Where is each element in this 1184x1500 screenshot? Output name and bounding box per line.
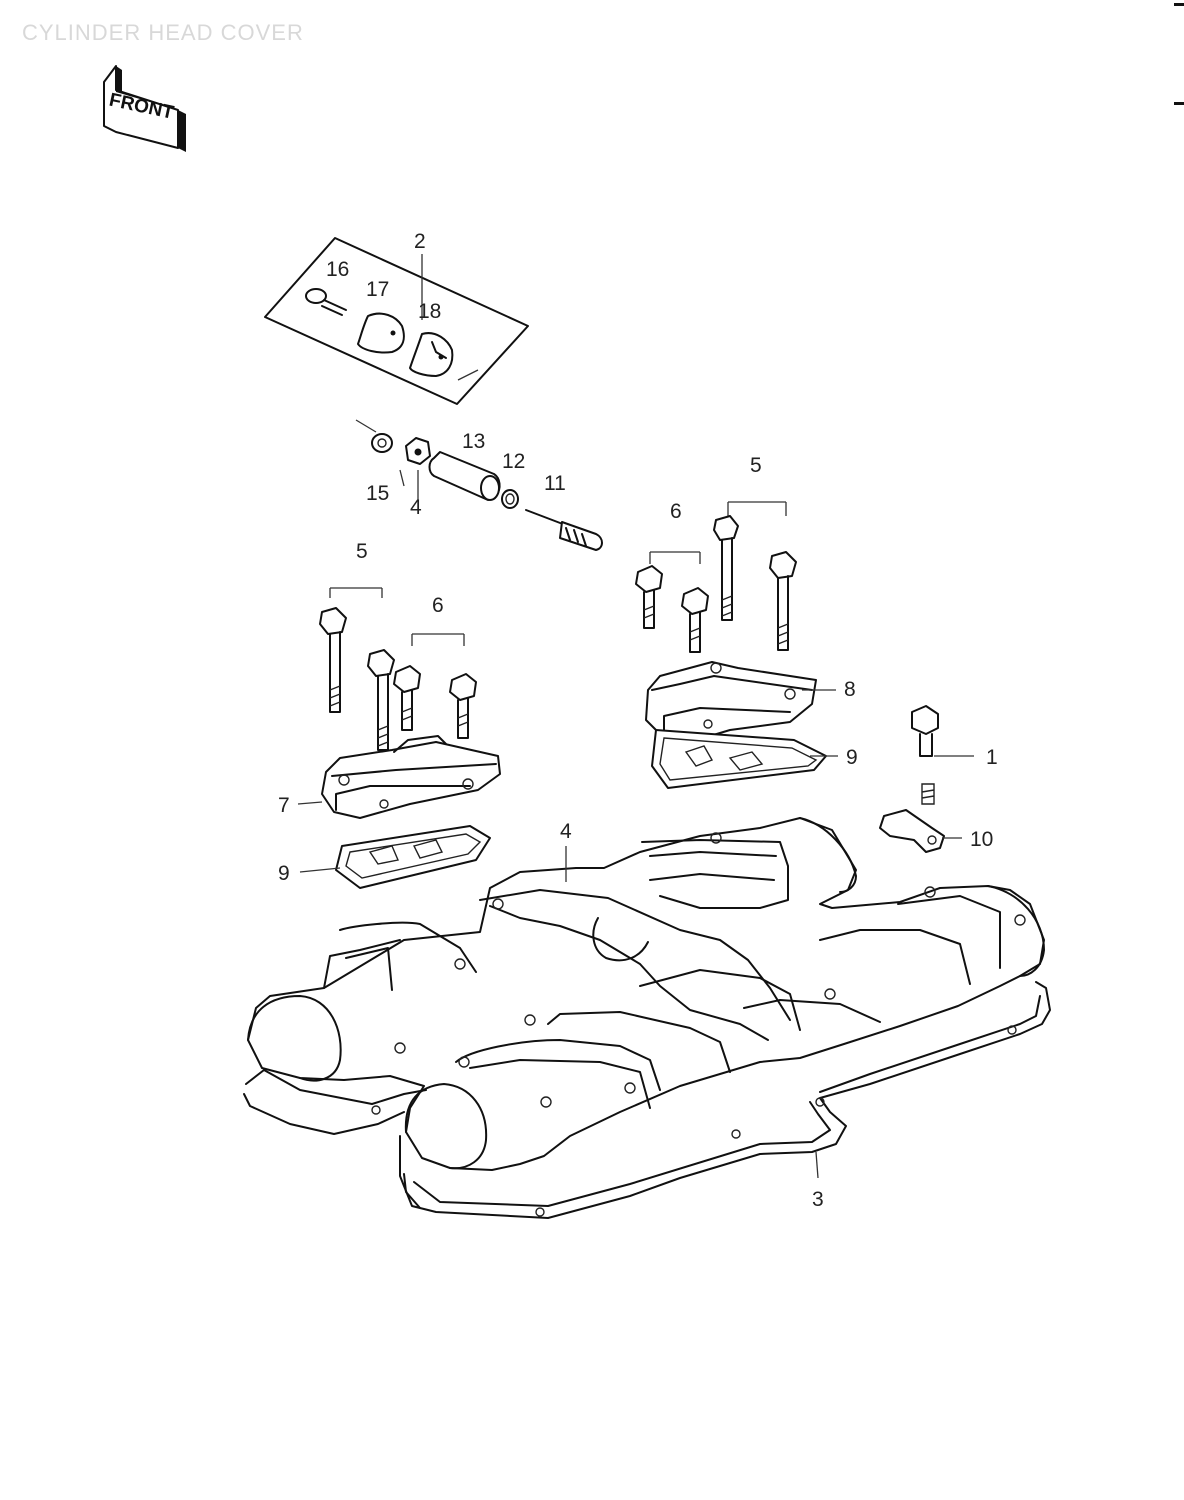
- part-17-plate: [357, 312, 405, 354]
- bolt-5-left-a: [319, 607, 347, 713]
- edge-mark-bottom: [1174, 102, 1184, 105]
- callout-11: 11: [544, 472, 566, 495]
- part-4-cylinder-head-cover: [247, 817, 1045, 1171]
- callout-12: 12: [502, 450, 525, 473]
- part-16-screw: [305, 288, 347, 316]
- callout-10: 10: [970, 828, 993, 851]
- callout-2: 2: [414, 230, 426, 253]
- callout-15: 15: [366, 482, 389, 505]
- callout-5-right: 5: [750, 454, 762, 477]
- callout-4-top: 4: [410, 496, 422, 519]
- edge-mark-top: [1174, 3, 1184, 6]
- part-2-kit-box: [264, 237, 529, 405]
- callout-6-left: 6: [432, 594, 444, 617]
- part-10-bracket: [879, 809, 945, 853]
- bolt-5-right-a: [713, 515, 739, 621]
- part-1-cap-nut: [911, 705, 939, 805]
- bolt-5-right-b: [769, 551, 797, 651]
- part-8-right-cam-cover: [645, 661, 817, 743]
- callout-17: 17: [366, 278, 389, 301]
- part-7-left-cam-cover: [321, 735, 501, 819]
- callout-3: 3: [812, 1188, 824, 1211]
- callout-8: 8: [844, 678, 856, 701]
- callout-1: 1: [986, 746, 998, 769]
- part-9-left-gasket: [335, 825, 491, 889]
- callout-6-right: 6: [670, 500, 682, 523]
- callout-9-right: 9: [846, 746, 858, 769]
- part-18-plate: [409, 332, 454, 377]
- callout-4-main: 4: [560, 820, 572, 843]
- callout-7: 7: [278, 794, 290, 817]
- part-3-head-cover-gasket: [243, 981, 1051, 1219]
- bolt-6-right-b: [681, 587, 709, 653]
- page-title: CYLINDER HEAD COVER: [22, 20, 304, 45]
- callout-5-left: 5: [356, 540, 368, 563]
- right-cover-bolts: [635, 501, 797, 653]
- bolt-6-right-a: [635, 565, 663, 629]
- callout-18: 18: [418, 300, 441, 323]
- part-9-right-gasket: [651, 729, 827, 789]
- callout-13: 13: [462, 430, 485, 453]
- bolt-5-left-b: [367, 649, 395, 751]
- front-arrow-icon: FRONT: [103, 65, 186, 152]
- left-cover-bolts: [319, 587, 477, 751]
- callout-16: 16: [326, 258, 349, 281]
- tachometer-drive-assembly: [371, 433, 603, 551]
- bolt-6-left-a: [393, 665, 421, 731]
- callout-9-left: 9: [278, 862, 290, 885]
- bolt-6-left-b: [449, 673, 477, 739]
